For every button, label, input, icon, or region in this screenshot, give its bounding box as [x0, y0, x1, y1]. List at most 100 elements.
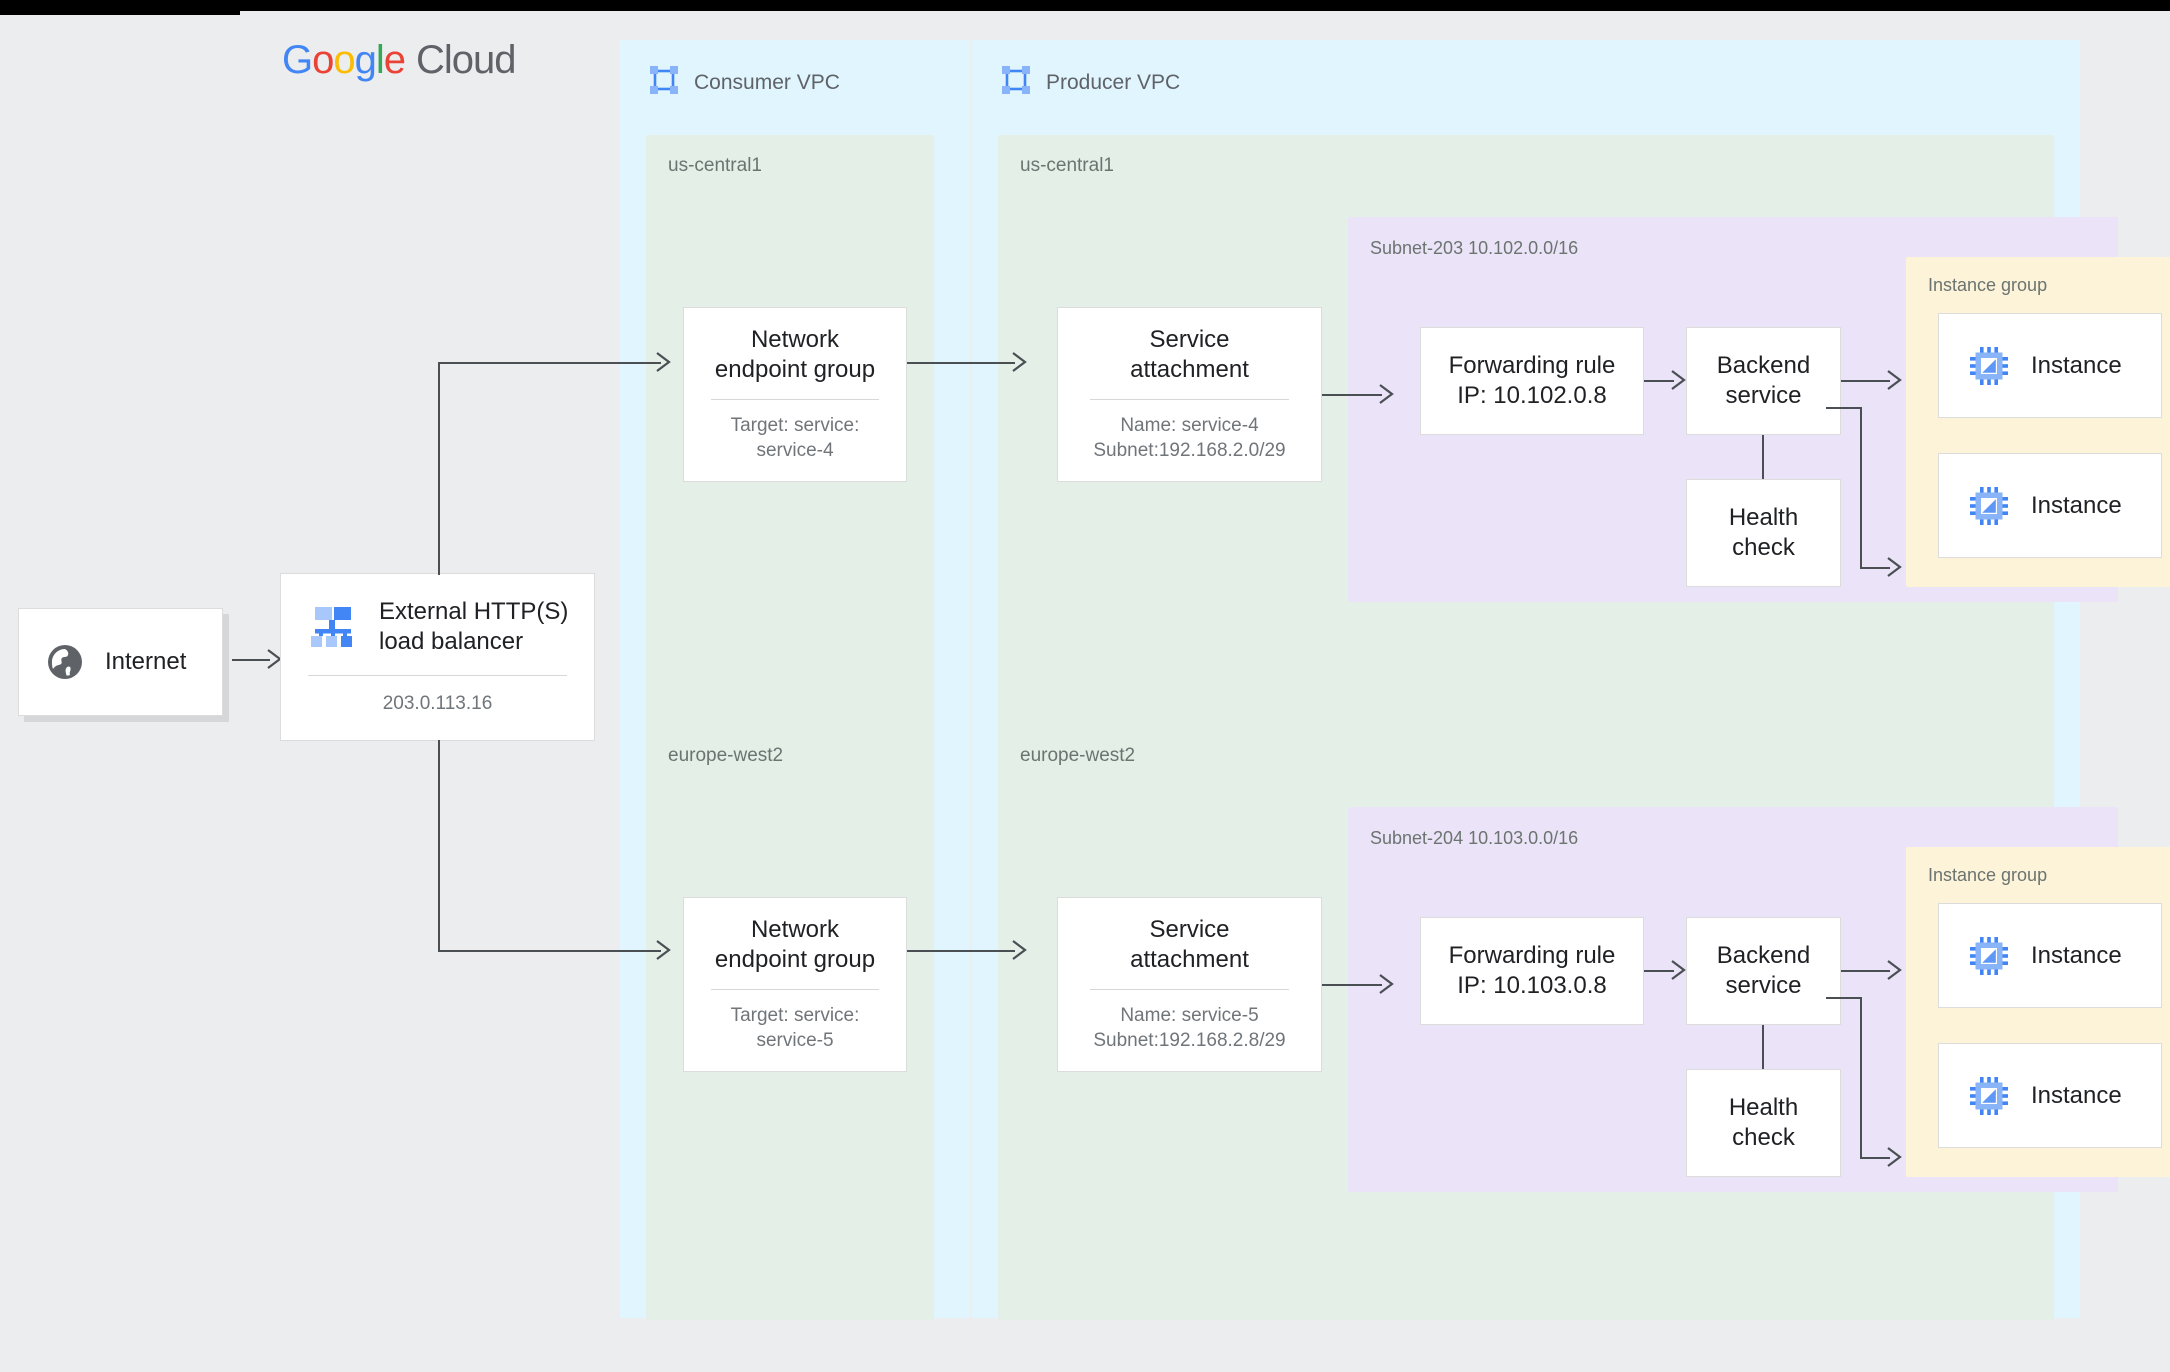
consumer-vpc-title: Consumer VPC: [694, 70, 840, 94]
producer-vpc-title: Producer VPC: [1046, 70, 1181, 94]
vm-instance-icon: [1969, 346, 2009, 386]
instance-group-label-0: Instance group: [1928, 275, 2048, 295]
backend-service-label-1: Backend service: [1716, 942, 1811, 999]
connector-neg-to-sa-top: [907, 362, 1015, 364]
instance-card-1-1[interactable]: Instance: [1938, 1043, 2162, 1148]
arrowhead-bs-to-instance2-1: [1887, 1147, 1902, 1167]
network-endpoint-group-europe-west2[interactable]: Network endpoint group Target: service: …: [683, 897, 907, 1072]
connector-fr-to-bs-0: [1644, 380, 1674, 382]
vpc-icon: [1000, 64, 1032, 101]
neg-title-0: Network endpoint group: [714, 326, 876, 384]
connector-neg-to-sa-bottom: [907, 950, 1015, 952]
connector-bs-to-hc-0: [1762, 435, 1764, 479]
arrowhead-fr-to-bs-1: [1671, 960, 1686, 980]
consumer-region-label-0: us-central1: [668, 155, 762, 176]
backend-service-label-0: Backend service: [1716, 352, 1811, 409]
instance-group-europe-west2: Instance group: [1906, 847, 2170, 1177]
forwarding-rule-label-1: Forwarding rule IP: 10.103.0.8: [1448, 942, 1616, 999]
arrowhead-neg-to-sa-top: [1012, 352, 1027, 372]
connector-bs-to-instance2-h1-1: [1826, 997, 1862, 999]
instance-label-1-0: Instance: [2031, 941, 2122, 969]
neg-subtitle-1: Target: service: service-5: [730, 1005, 860, 1051]
backend-service-europe-west2[interactable]: Backend service: [1686, 917, 1841, 1025]
connector-bs-to-instance2-h2-0: [1860, 567, 1890, 569]
forwarding-rule-us-central1[interactable]: Forwarding rule IP: 10.102.0.8: [1420, 327, 1644, 435]
instance-group-us-central1: Instance group: [1906, 257, 2170, 587]
connector-lb-to-neg-bottom-h: [438, 950, 661, 952]
service-attachment-europe-west2[interactable]: Service attachment Name: service-5 Subne…: [1057, 897, 1322, 1072]
instance-label-0-1: Instance: [2031, 491, 2122, 519]
subnet-203-container: Subnet-203 10.102.0.0/16 Forwarding rule…: [1348, 217, 2170, 602]
connector-lb-to-neg-bottom-v: [438, 740, 440, 952]
instance-card-0-1[interactable]: Instance: [1938, 453, 2162, 558]
producer-region-europe-west2: europe-west2 Service attachment Name: se…: [998, 725, 2170, 1320]
arrowhead-lb-to-neg-top: [656, 352, 671, 372]
forwarding-rule-europe-west2[interactable]: Forwarding rule IP: 10.103.0.8: [1420, 917, 1644, 1025]
connector-sa-to-fr-0: [1322, 394, 1382, 396]
connector-lb-to-neg-top-v: [438, 363, 440, 575]
external-http-load-balancer-card[interactable]: External HTTP(S) load balancer 203.0.113…: [280, 573, 595, 741]
load-balancer-icon: [309, 605, 357, 649]
producer-region-label-1: europe-west2: [1020, 745, 1136, 766]
arrowhead-neg-to-sa-bottom: [1012, 940, 1027, 960]
connector-internet-to-lb: [232, 659, 270, 661]
instance-group-label-1: Instance group: [1928, 865, 2048, 885]
vpc-icon: [648, 64, 680, 101]
top-black-bar: [0, 0, 2170, 11]
logo-letter-e: e: [383, 38, 406, 82]
neg-divider-0: [710, 399, 880, 401]
service-attachment-title-0: Service attachment: [1130, 326, 1249, 384]
instance-card-1-0[interactable]: Instance: [1938, 903, 2162, 1008]
arrowhead-sa-to-fr-0: [1379, 384, 1394, 404]
connector-bs-to-instance1-1: [1841, 970, 1890, 972]
logo-letter-o2: o: [333, 38, 355, 82]
load-balancer-divider: [307, 675, 568, 677]
logo-letter-o1: o: [312, 38, 334, 82]
consumer-vpc-container: Consumer VPC us-central1 Network endpoin…: [620, 40, 970, 1320]
connector-bs-to-instance2-v-0: [1860, 407, 1862, 569]
connector-bs-to-instance2-h2-1: [1860, 1157, 1890, 1159]
connector-sa-to-fr-1: [1322, 984, 1382, 986]
load-balancer-title: External HTTP(S) load balancer: [379, 598, 569, 656]
producer-region-us-central1: us-central1 Service attachment Name: ser…: [998, 135, 2170, 730]
consumer-region-label-1: europe-west2: [668, 745, 784, 766]
load-balancer-ip: 203.0.113.16: [382, 693, 493, 715]
connector-bs-to-instance2-h1-0: [1826, 407, 1862, 409]
health-check-us-central1[interactable]: Health check: [1686, 479, 1841, 587]
service-attachment-subtitle-1: Name: service-5 Subnet:192.168.2.8/29: [1093, 1005, 1286, 1051]
logo-letter-g2: g: [354, 38, 377, 82]
subnet-label-0: Subnet-203 10.102.0.0/16: [1370, 238, 1579, 258]
instance-label-1-1: Instance: [2031, 1081, 2122, 1109]
consumer-vpc-header: Consumer VPC: [648, 64, 840, 101]
top-black-bar-left: [0, 0, 240, 15]
health-check-europe-west2[interactable]: Health check: [1686, 1069, 1841, 1177]
connector-bs-to-instance1-0: [1841, 380, 1890, 382]
logo-cloud-word: Cloud: [416, 38, 517, 82]
neg-title-1: Network endpoint group: [714, 916, 876, 974]
network-endpoint-group-us-central1[interactable]: Network endpoint group Target: service: …: [683, 307, 907, 482]
neg-subtitle-0: Target: service: service-4: [730, 415, 860, 461]
logo-letter-g1: G: [282, 38, 313, 82]
arrowhead-bs-to-instance1-1: [1887, 960, 1902, 980]
backend-service-us-central1[interactable]: Backend service: [1686, 327, 1841, 435]
health-check-label-1: Health check: [1728, 1094, 1799, 1151]
producer-region-label-0: us-central1: [1020, 155, 1114, 176]
connector-fr-to-bs-1: [1644, 970, 1674, 972]
instance-label-0-0: Instance: [2031, 351, 2122, 379]
service-attachment-us-central1[interactable]: Service attachment Name: service-4 Subne…: [1057, 307, 1322, 482]
instance-card-0-0[interactable]: Instance: [1938, 313, 2162, 418]
arrowhead-fr-to-bs-0: [1671, 370, 1686, 390]
vm-instance-icon: [1969, 486, 2009, 526]
vm-instance-icon: [1969, 936, 2009, 976]
producer-vpc-container: Producer VPC us-central1 Service attachm…: [972, 40, 2170, 1320]
service-attachment-title-1: Service attachment: [1130, 916, 1249, 974]
service-attachment-divider-1: [1089, 989, 1290, 991]
neg-divider-1: [710, 989, 880, 991]
globe-icon: [45, 642, 85, 682]
internet-card[interactable]: Internet: [18, 608, 223, 716]
arrowhead-sa-to-fr-1: [1379, 974, 1394, 994]
arrowhead-bs-to-instance2-0: [1887, 557, 1902, 577]
connector-bs-to-hc-1: [1762, 1025, 1764, 1069]
consumer-region-europe-west2: europe-west2 Network endpoint group Targ…: [646, 725, 934, 1320]
